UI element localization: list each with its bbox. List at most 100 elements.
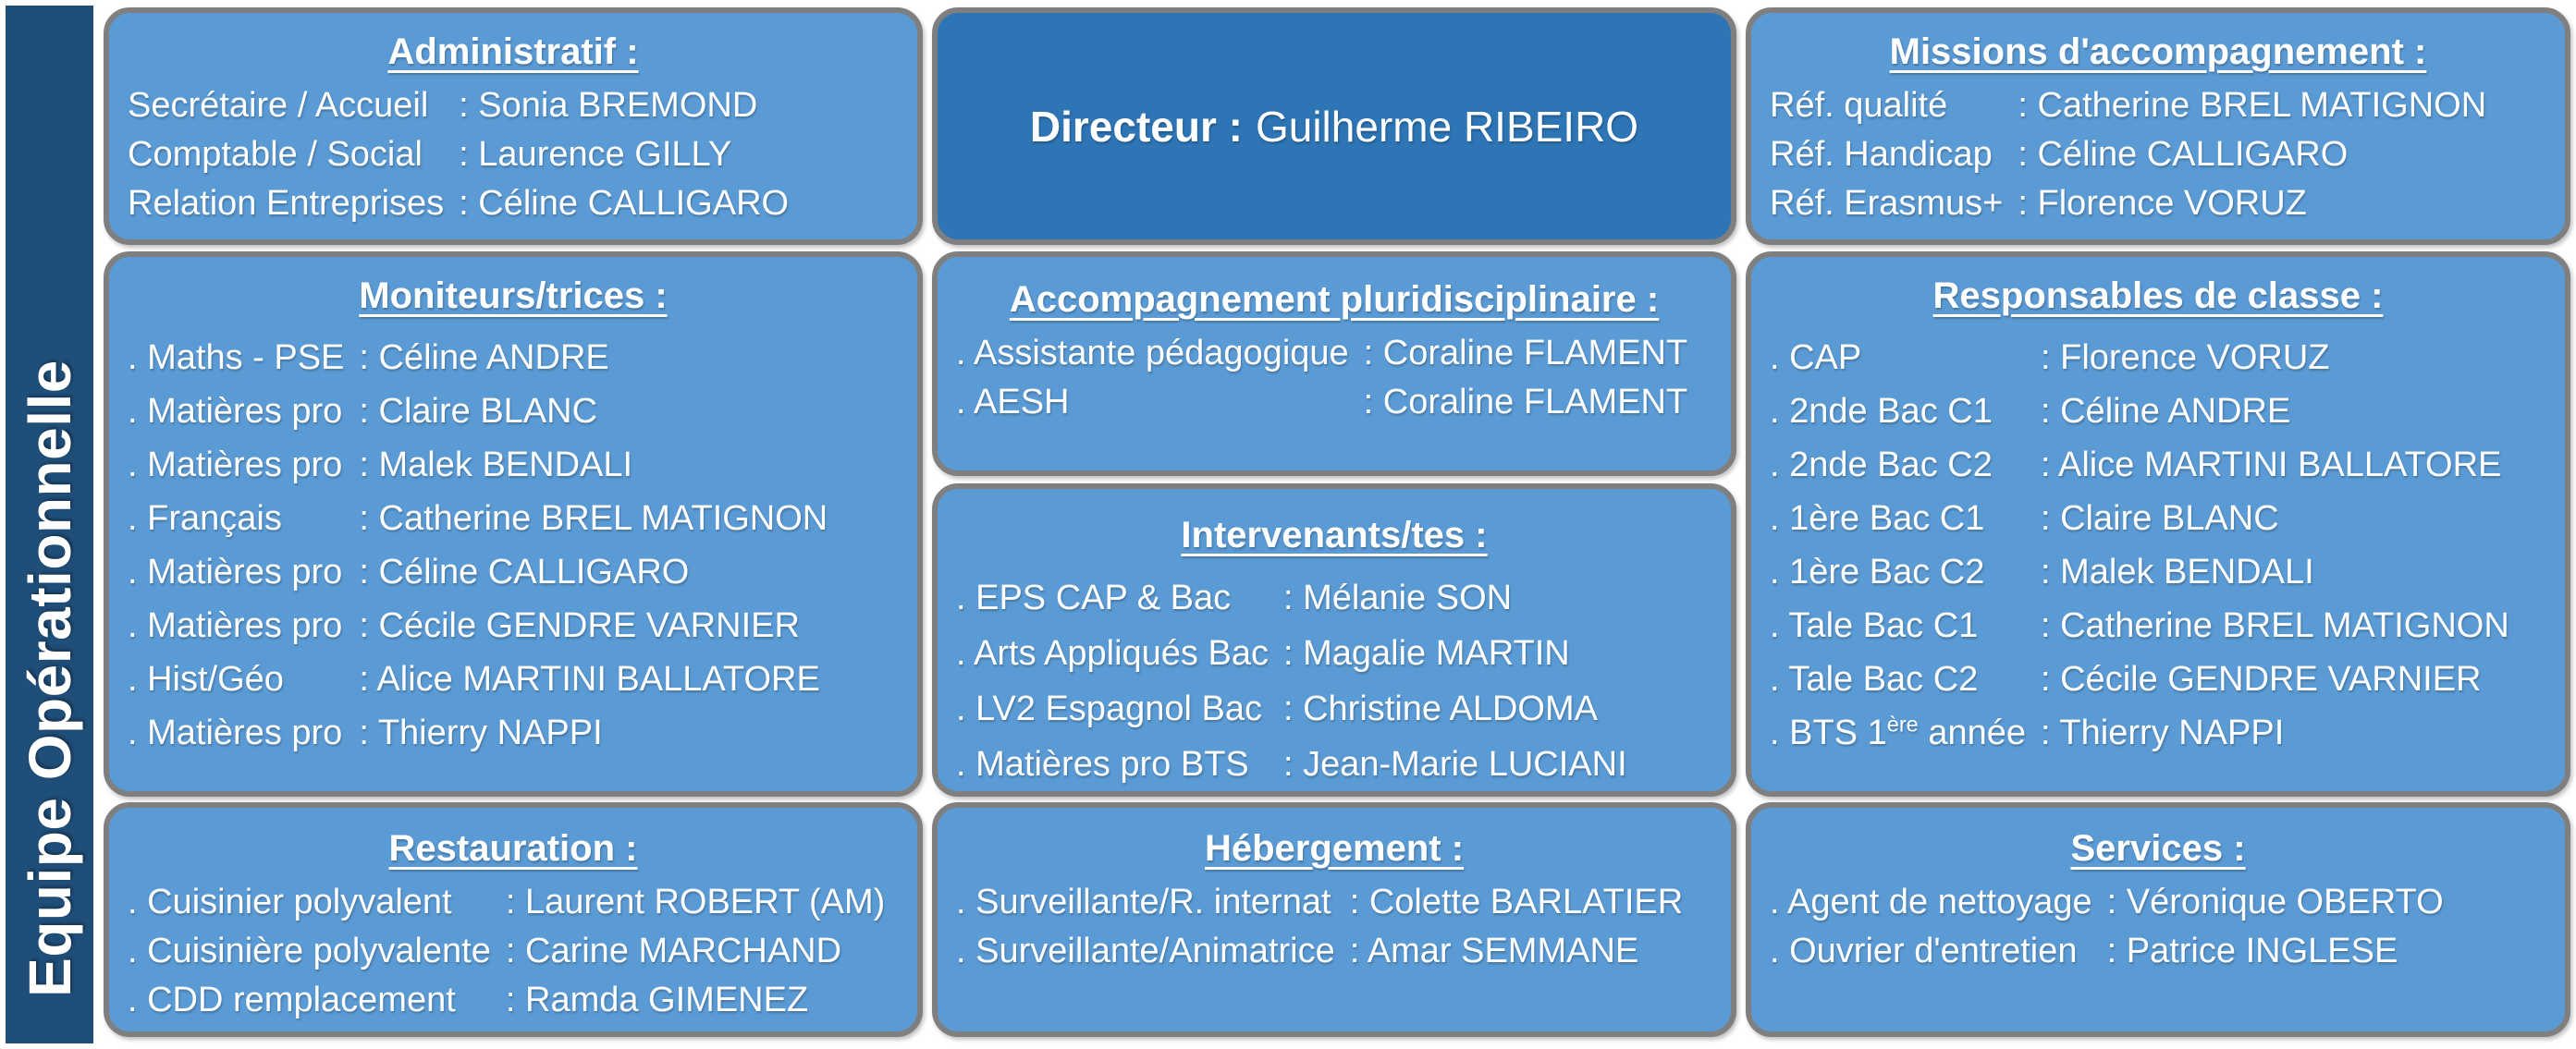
staff-row: . BTS 1ère année: Thierry NAPPI [1770, 706, 2509, 760]
staff-list: . Agent de nettoyage : Véronique OBERTO .… [1770, 878, 2444, 976]
person-name: : Ramda GIMENEZ [505, 981, 809, 1019]
person-name: : Catherine BREL MATIGNON [2018, 86, 2487, 125]
person-name: : Céline CALLIGARO [459, 184, 790, 223]
role-label: . Matières pro [128, 553, 343, 592]
person-name: : Magalie MARTIN [1282, 634, 1570, 673]
person-name: : Catherine BREL MATIGNON [2041, 606, 2509, 645]
role-label: . Agent de nettoyage [1770, 883, 2092, 921]
box-title: Intervenants/tes : [1181, 515, 1488, 555]
staff-row: . 2nde Bac C2: Alice MARTINI BALLATORE [1770, 438, 2509, 492]
staff-row: . Matières pro: Claire BLANC [128, 384, 828, 438]
role-label: . Assistante pédagogique [956, 334, 1349, 372]
box-directeur: Directeur :Guilherme RIBEIRO [932, 7, 1736, 245]
person-name: : Malek BENDALI [2041, 553, 2314, 592]
person-name: : Thierry NAPPI [2041, 714, 2285, 752]
role-label: Relation Entreprises [128, 184, 445, 223]
role-label: . Maths - PSE [128, 338, 345, 377]
box-title: Restauration : [388, 828, 638, 869]
box-missions-accompagnement: Missions d'accompagnement : Réf. qualité… [1746, 7, 2570, 245]
person-name: : Patrice INGLESE [2106, 932, 2398, 970]
role-label: . CAP [1770, 338, 1862, 377]
staff-row: . Surveillante/R. internat : Colette BARL… [956, 878, 1683, 927]
role-label: . 2nde Bac C1 [1770, 392, 1993, 431]
box-administratif: Administratif : Secrétaire / Accueil: So… [104, 7, 923, 245]
role-label: . Ouvrier d'entretien [1770, 932, 2078, 970]
staff-list: . CAP: Florence VORUZ . 2nde Bac C1 : Cél… [1770, 331, 2509, 760]
box-title: Accompagnement pluridisciplinaire : [1009, 279, 1660, 320]
staff-list: . EPS CAP & Bac: Mélanie SON . Arts Appl… [956, 570, 1627, 792]
box-intervenants: Intervenants/tes : . EPS CAP & Bac: Méla… [932, 483, 1736, 797]
staff-row: . LV2 Espagnol Bac : Christine ALDOMA [956, 681, 1627, 737]
role-label: . Français [128, 499, 282, 538]
box-title: Moniteurs/trices : [359, 275, 668, 316]
director-line: Directeur :Guilherme RIBEIRO [1030, 102, 1638, 152]
person-name: : Céline ANDRE [359, 338, 609, 377]
staff-list: . Surveillante/R. internat : Colette BARL… [956, 878, 1683, 976]
person-name: : Alice MARTINI BALLATORE [2041, 445, 2502, 484]
staff-list: . Cuisinier polyvalent : Laurent ROBERT (… [128, 878, 885, 1025]
box-hebergement: Hébergement : . Surveillante/R. internat… [932, 802, 1736, 1037]
staff-row: Réf. Erasmus+: Florence VORUZ [1770, 179, 2486, 228]
box-restauration: Restauration : . Cuisinier polyvalent : L… [104, 802, 923, 1037]
role-label: . Matières pro BTS [956, 745, 1249, 784]
box-moniteurs: Moniteurs/trices : . Maths - PSE : Céline… [104, 251, 923, 797]
role-label: . EPS CAP & Bac [956, 579, 1232, 617]
person-name: : Céline ANDRE [2041, 392, 2291, 431]
staff-row: . 2nde Bac C1 : Céline ANDRE [1770, 384, 2509, 438]
person-name: : Colette BARLATIER [1349, 883, 1684, 921]
person-name: : Alice MARTINI BALLATORE [359, 660, 820, 699]
box-accompagnement-pluridisciplinaire: Accompagnement pluridisciplinaire : . As… [932, 251, 1736, 476]
director-name: Guilherme RIBEIRO [1255, 102, 1639, 151]
staff-row: . Arts Appliqués Bac: Magalie MARTIN [956, 626, 1627, 681]
staff-list: Réf. qualité : Catherine BREL MATIGNON Ré… [1770, 81, 2486, 228]
staff-row: . Matières pro: Thierry NAPPI [128, 706, 828, 760]
role-label: . BTS 1ère année [1770, 706, 2041, 760]
person-name: : Coraline FLAMENT [1363, 383, 1688, 421]
person-name: : Jean-Marie LUCIANI [1282, 745, 1627, 784]
staff-row: . EPS CAP & Bac: Mélanie SON [956, 570, 1627, 626]
box-title: Services : [2070, 828, 2246, 869]
staff-row: . Agent de nettoyage : Véronique OBERTO [1770, 878, 2444, 927]
staff-row: . Surveillante/Animatrice: Amar SEMMANE [956, 927, 1683, 976]
person-name: : Céline CALLIGARO [2018, 135, 2349, 174]
role-label-superscript: ère [1886, 712, 1919, 737]
role-label: . Matières pro [128, 714, 343, 752]
person-name: : Christine ALDOMA [1282, 689, 1598, 728]
role-label: Réf. Handicap [1770, 135, 1993, 174]
role-label-part: . BTS 1 [1770, 714, 1887, 752]
role-label: . Matières pro [128, 445, 343, 484]
staff-row: Comptable / Social: Laurence GILLY [128, 130, 789, 179]
staff-row: . Tale Bac C1: Catherine BREL MATIGNON [1770, 599, 2509, 653]
staff-row: . Maths - PSE : Céline ANDRE [128, 331, 828, 384]
role-label: . CDD remplacement [128, 981, 456, 1019]
person-name: : Céline CALLIGARO [359, 553, 690, 592]
role-label: . 1ère Bac C1 [1770, 499, 1985, 538]
role-label-part: année [1918, 714, 2026, 752]
person-name: : Claire BLANC [359, 392, 598, 431]
person-name: : Véronique OBERTO [2106, 883, 2444, 921]
role-label: Réf. qualité [1770, 86, 1948, 125]
box-responsables-de-classe: Responsables de classe : . CAP: Florence… [1746, 251, 2570, 797]
person-name: : Laurent ROBERT (AM) [505, 883, 886, 921]
staff-row: . Cuisinier polyvalent : Laurent ROBERT (… [128, 878, 885, 927]
box-title: Missions d'accompagnement : [1889, 31, 2427, 72]
staff-row: Relation Entreprises : Céline CALLIGARO [128, 179, 789, 228]
staff-row: . Cuisinière polyvalente: Carine MARCHAN… [128, 927, 885, 976]
person-name: : Laurence GILLY [459, 135, 732, 174]
role-label: . 1ère Bac C2 [1770, 553, 1985, 592]
role-label: . Hist/Géo [128, 660, 284, 699]
person-name: : Amar SEMMANE [1349, 932, 1639, 970]
staff-row: . CDD remplacement : Ramda GIMENEZ [128, 976, 885, 1025]
box-title: Administratif : [387, 31, 639, 72]
staff-row: . Matières pro : Céline CALLIGARO [128, 545, 828, 599]
staff-row: Réf. qualité : Catherine BREL MATIGNON [1770, 81, 2486, 130]
staff-row: . CAP: Florence VORUZ [1770, 331, 2509, 384]
person-name: : Malek BENDALI [359, 445, 633, 484]
staff-row: . Tale Bac C2: Cécile GENDRE VARNIER [1770, 653, 2509, 706]
role-label: . LV2 Espagnol Bac [956, 689, 1262, 728]
role-label: . Surveillante/R. internat [956, 883, 1331, 921]
role-label: . Cuisinier polyvalent [128, 883, 452, 921]
person-name: : Coraline FLAMENT [1363, 334, 1688, 372]
role-label: Réf. Erasmus+ [1770, 184, 2004, 223]
